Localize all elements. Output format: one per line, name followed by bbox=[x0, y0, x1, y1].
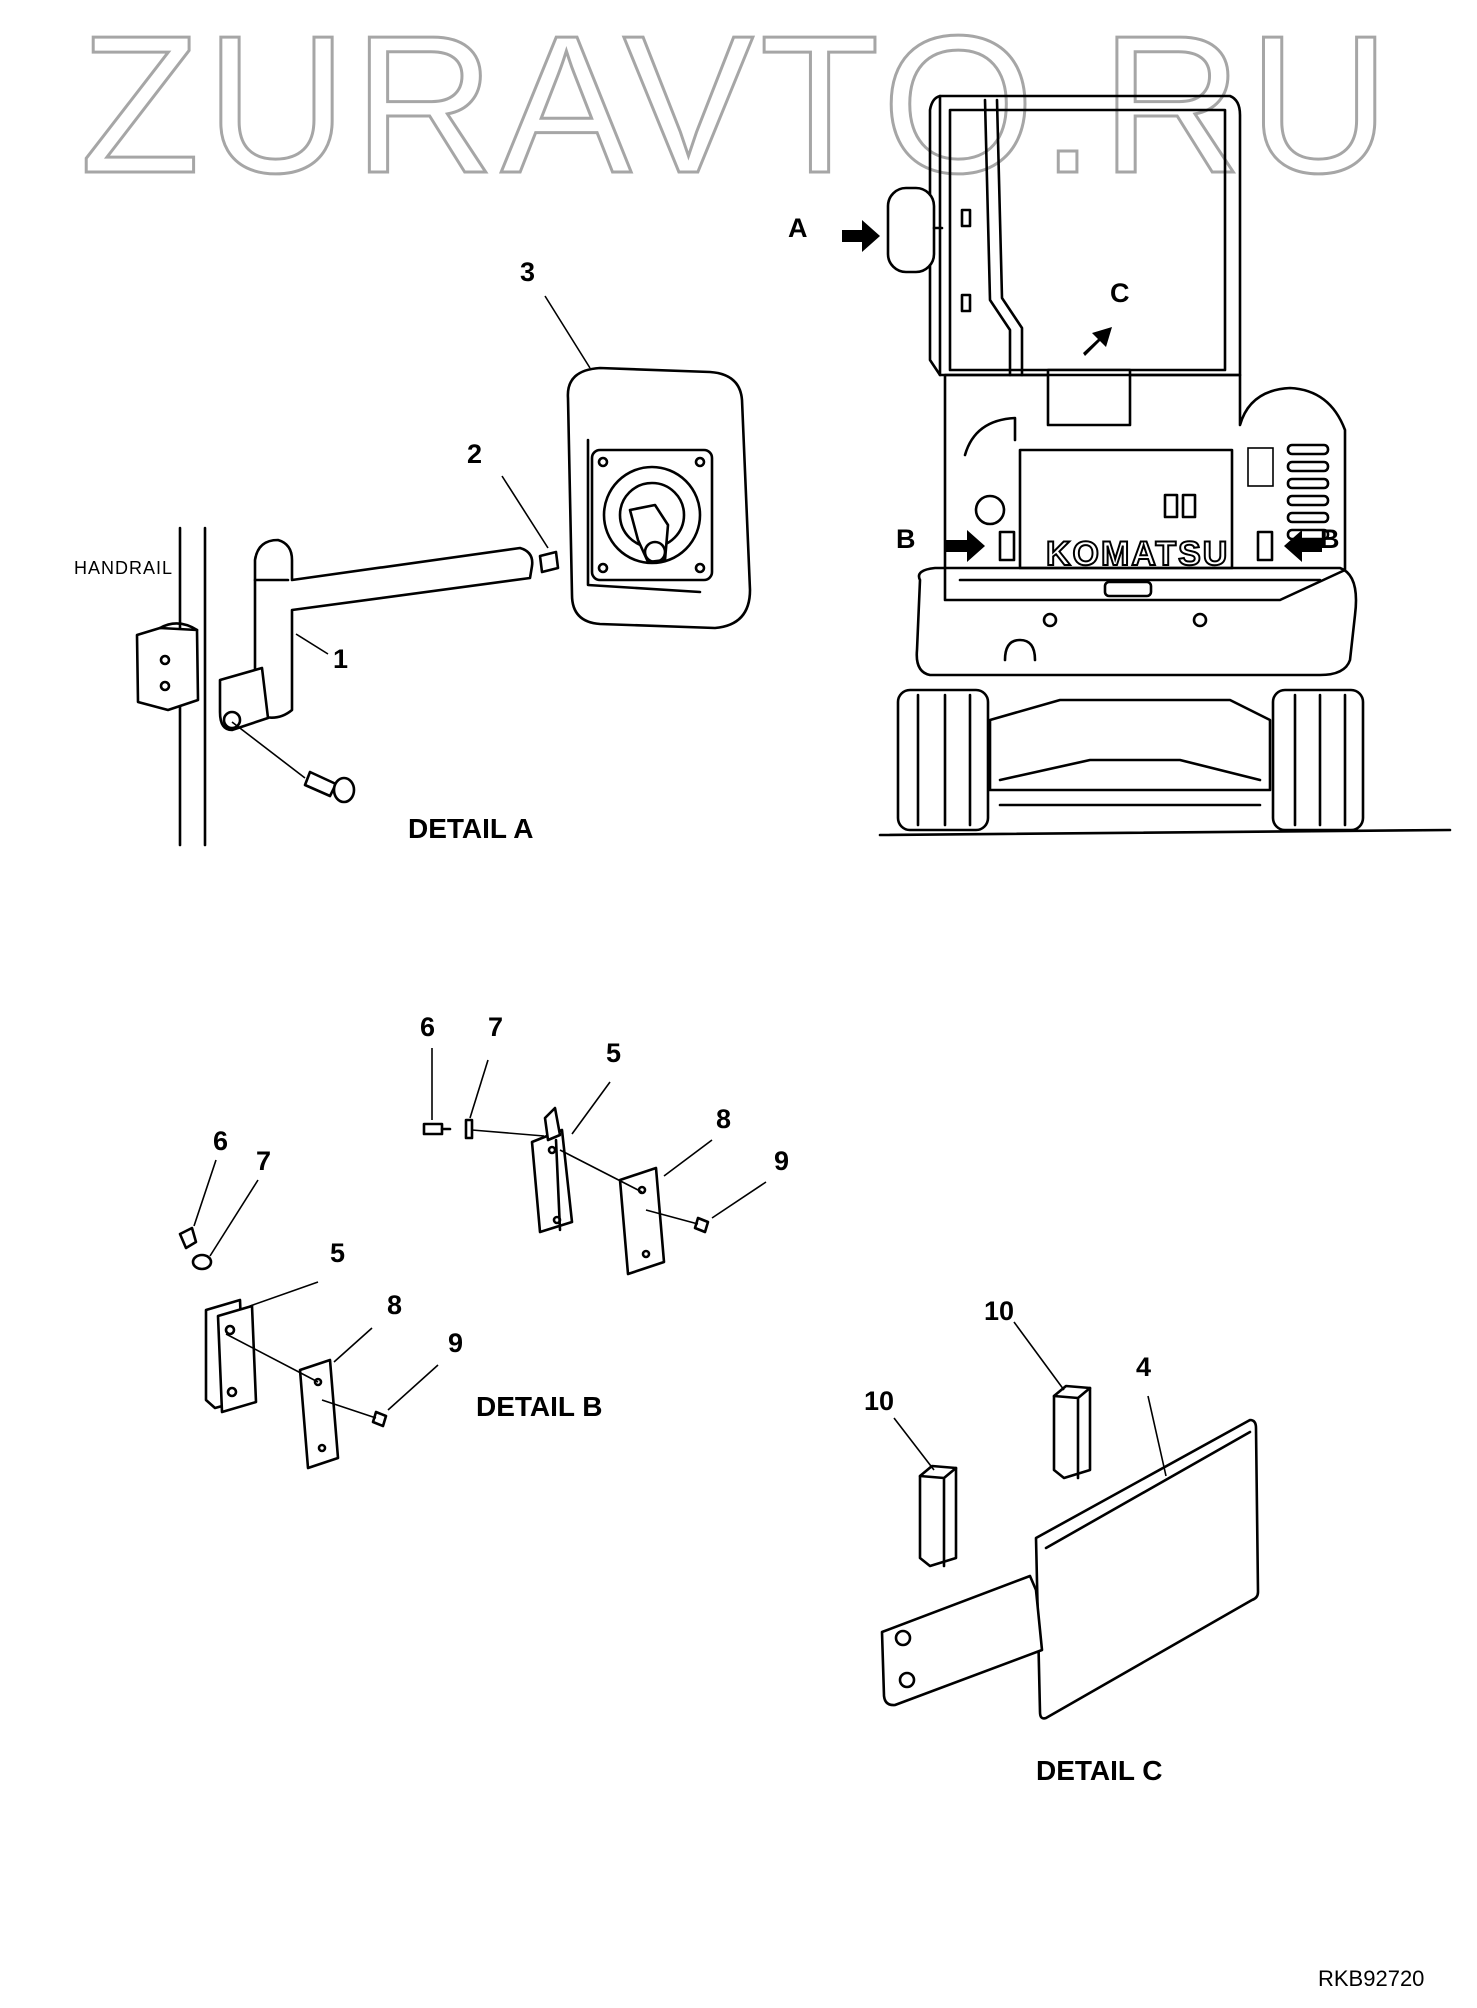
callout-3: 3 bbox=[520, 257, 535, 287]
callout-6-lower: 6 bbox=[213, 1126, 228, 1156]
callout-10-right: 10 bbox=[984, 1296, 1014, 1326]
detail-a-handrail-label: HANDRAIL bbox=[74, 558, 173, 578]
view-arrow-c bbox=[1083, 327, 1112, 356]
callout-10-left: 10 bbox=[864, 1386, 894, 1416]
view-arrow-b-left bbox=[945, 530, 985, 562]
callout-5-lower: 5 bbox=[330, 1238, 345, 1268]
view-ref-c: C bbox=[1110, 278, 1130, 308]
detail-b-upper-assembly bbox=[422, 1048, 767, 1276]
view-ref-b-right: B bbox=[1320, 524, 1340, 554]
callout-5-upper: 5 bbox=[606, 1038, 621, 1068]
callout-1: 1 bbox=[333, 644, 348, 674]
detail-b-caption: DETAIL B bbox=[476, 1391, 603, 1422]
excavator-rear-view: KOMATSU bbox=[878, 94, 1452, 837]
callout-7-lower: 7 bbox=[256, 1146, 271, 1176]
callout-4: 4 bbox=[1136, 1352, 1151, 1382]
callout-8-lower: 8 bbox=[387, 1290, 402, 1320]
detail-c-caption: DETAIL C bbox=[1036, 1755, 1163, 1786]
callout-9-upper: 9 bbox=[774, 1146, 789, 1176]
view-ref-a: A bbox=[788, 213, 808, 243]
detail-a-caption: DETAIL A bbox=[408, 813, 533, 844]
detail-a-drawing bbox=[135, 295, 752, 847]
callout-8-upper: 8 bbox=[716, 1104, 731, 1134]
watermark-text: ZURAVTO.RU bbox=[80, 0, 1396, 214]
callout-2: 2 bbox=[467, 439, 482, 469]
view-arrow-a bbox=[842, 220, 880, 252]
callout-6-upper: 6 bbox=[420, 1012, 435, 1042]
view-ref-b-left: B bbox=[896, 524, 916, 554]
view-arrow-b-right bbox=[1284, 530, 1322, 562]
callout-9-lower: 9 bbox=[448, 1328, 463, 1358]
detail-c-drawing bbox=[880, 1321, 1260, 1720]
detail-b-lower-assembly bbox=[178, 1159, 439, 1470]
drawing-code: RKB92720 bbox=[1318, 1966, 1424, 1991]
engine-grille bbox=[1247, 443, 1330, 541]
callout-7-upper: 7 bbox=[488, 1012, 503, 1042]
